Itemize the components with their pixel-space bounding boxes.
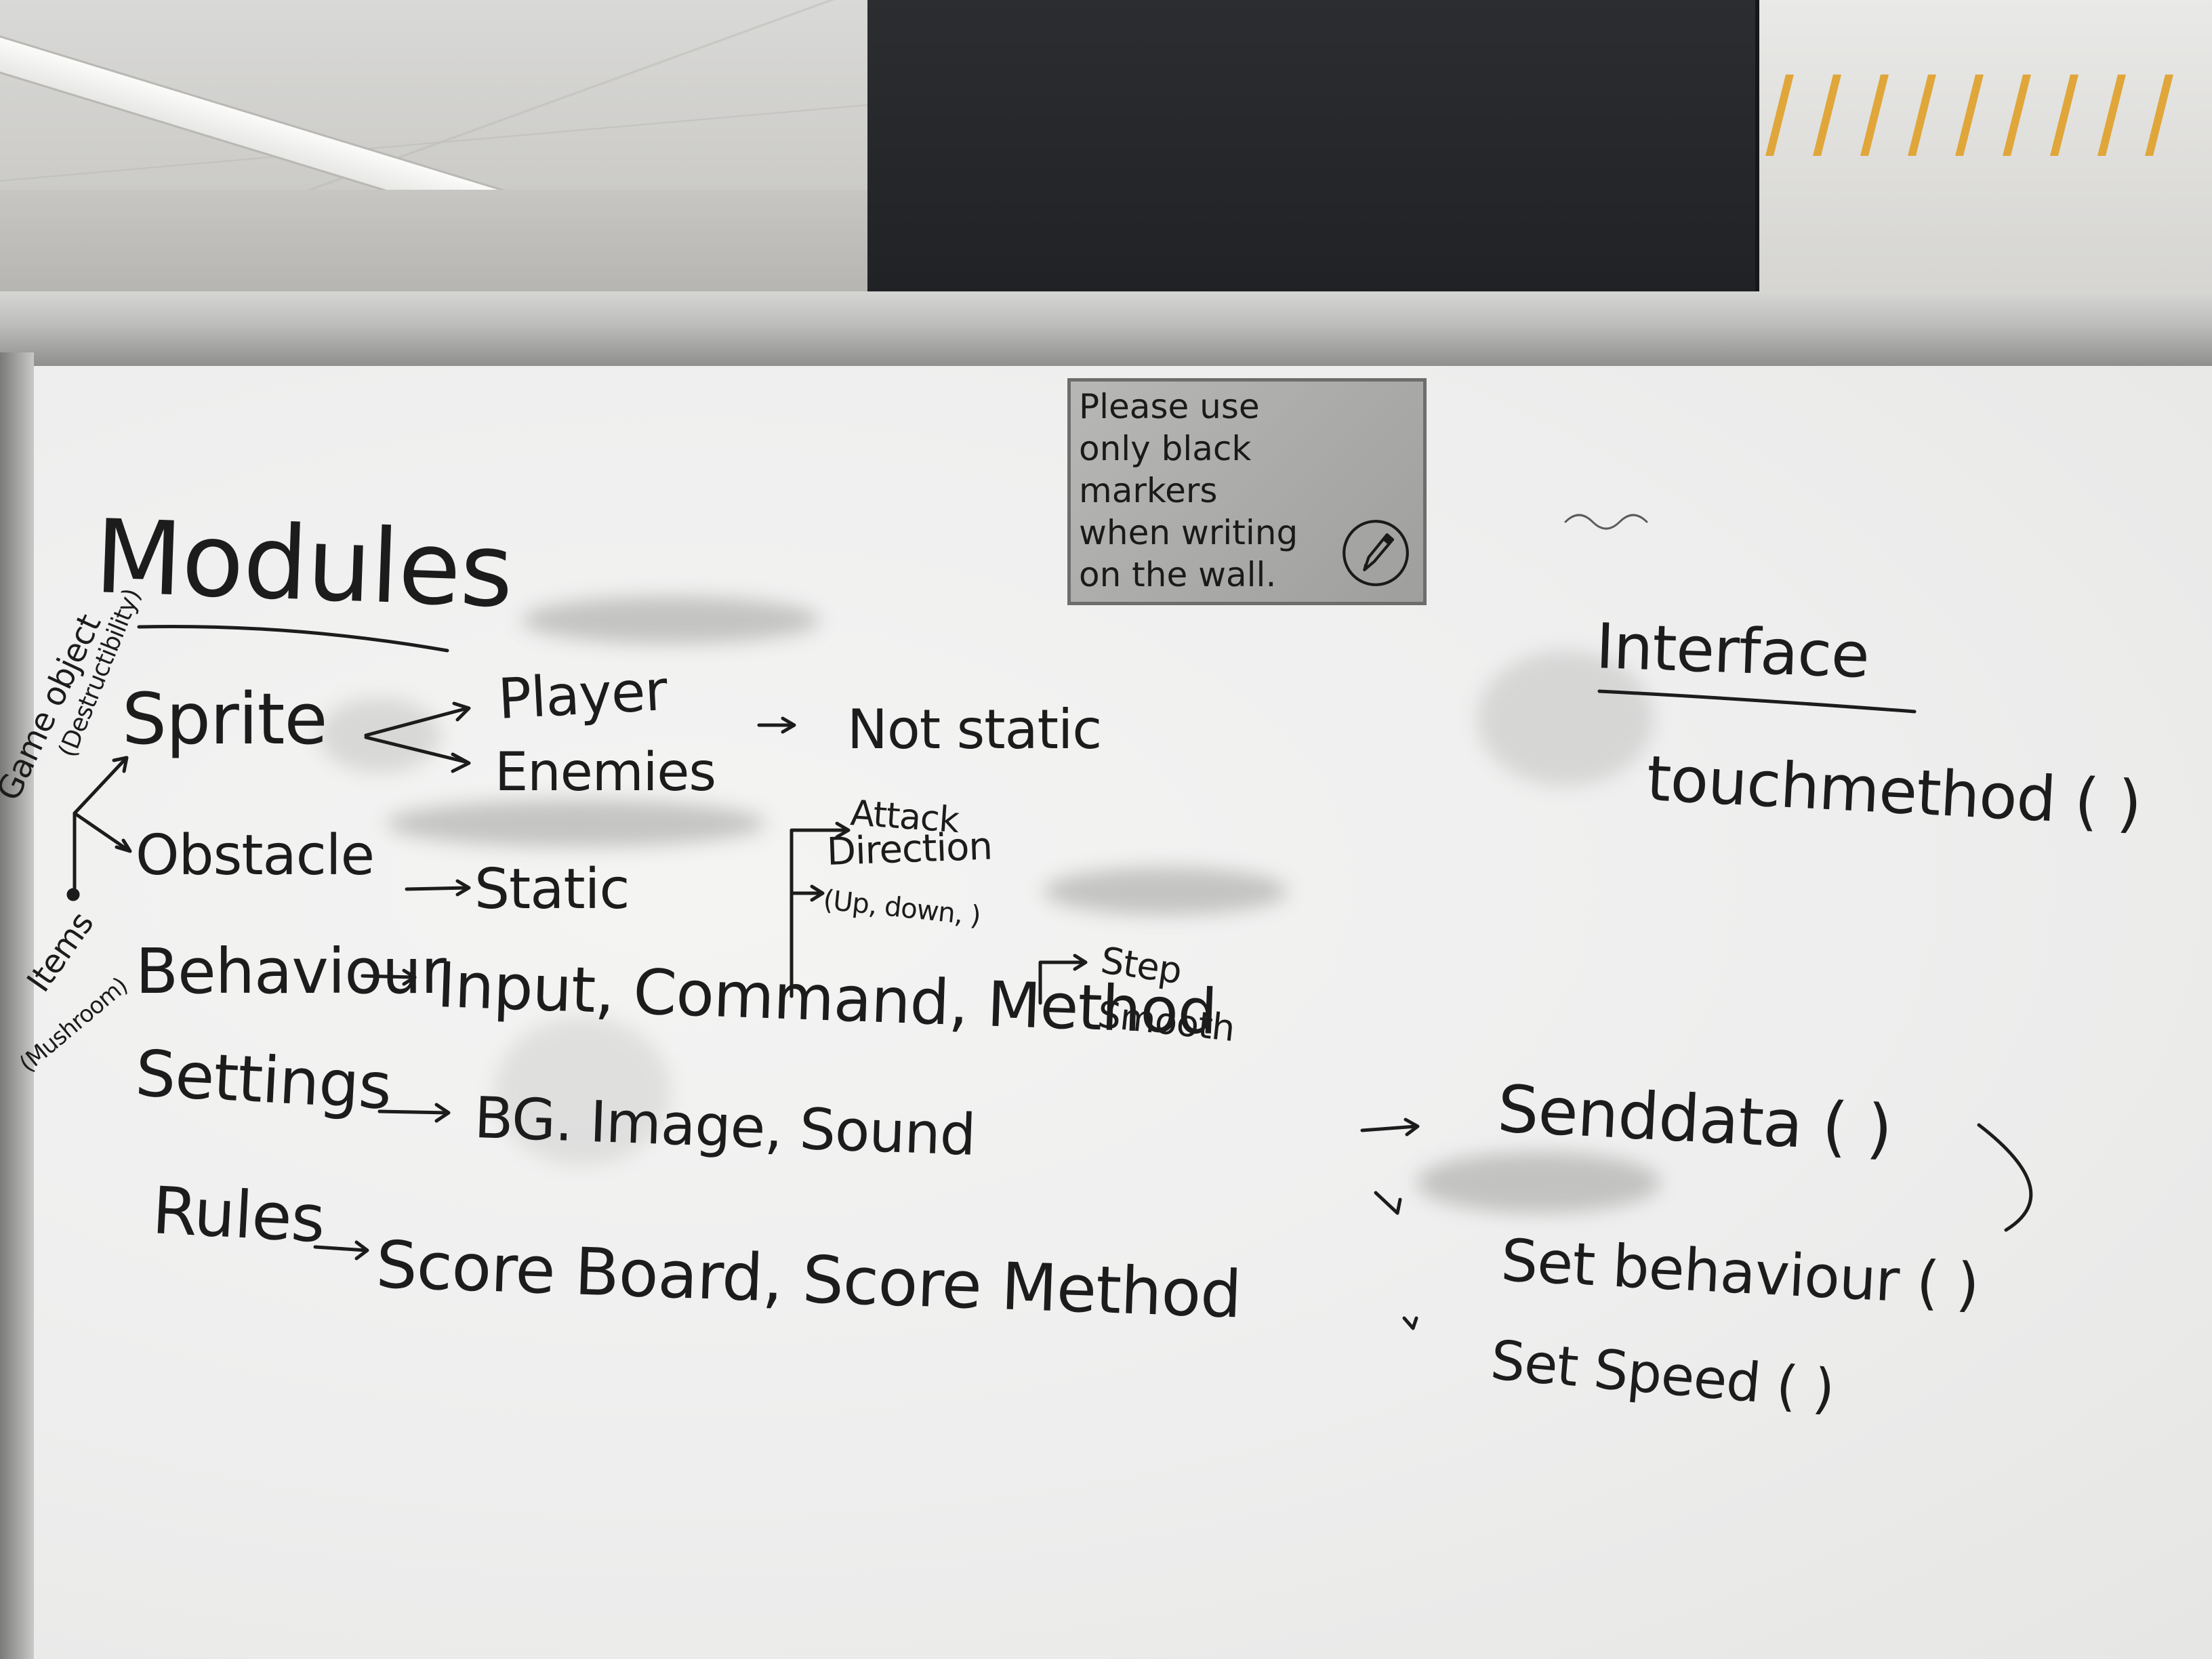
arrow-bg: [377, 1109, 449, 1115]
sign-text: Please use only black markers when writi…: [1079, 387, 1298, 594]
arrow-player: [364, 706, 470, 737]
wall-monitor: [867, 0, 1759, 319]
arrow-set-speed: [1402, 1316, 1418, 1330]
obstacle-label: Obstacle: [136, 823, 375, 888]
arrow-step: [1038, 960, 1086, 1005]
cubicle-frame-left: [0, 352, 34, 1659]
tree-branch-items: [66, 888, 80, 901]
not-static-label: Not static: [847, 698, 1102, 761]
side-wall: [1755, 0, 2212, 319]
arrow-send-data: [1360, 1124, 1418, 1132]
enemies-label: Enemies: [495, 742, 716, 803]
scribble: [1564, 514, 1648, 530]
pen-icon: [1343, 520, 1409, 586]
arrow-enemies: [364, 735, 470, 764]
behaviour-label: Behaviour: [136, 935, 447, 1008]
tree-branch-obstacle: [73, 811, 131, 853]
arrow-score-board: [313, 1245, 368, 1252]
sprite-label: Sprite: [122, 678, 327, 760]
tree-branch-game-object: [73, 757, 127, 897]
modules-underline: [137, 624, 449, 653]
marker-notice-sign: Please use only black markers when writi…: [1067, 378, 1427, 605]
arrow-static: [405, 886, 470, 891]
static-label: Static: [474, 857, 630, 922]
arrow-set-behaviour: [1374, 1191, 1402, 1215]
bracket-attack: [790, 828, 849, 998]
interface-underline: [1597, 689, 1917, 714]
cubicle-frame-top: [0, 291, 2212, 366]
arrow-input: [361, 974, 415, 979]
send-data-bracket: [1977, 1123, 2033, 1232]
